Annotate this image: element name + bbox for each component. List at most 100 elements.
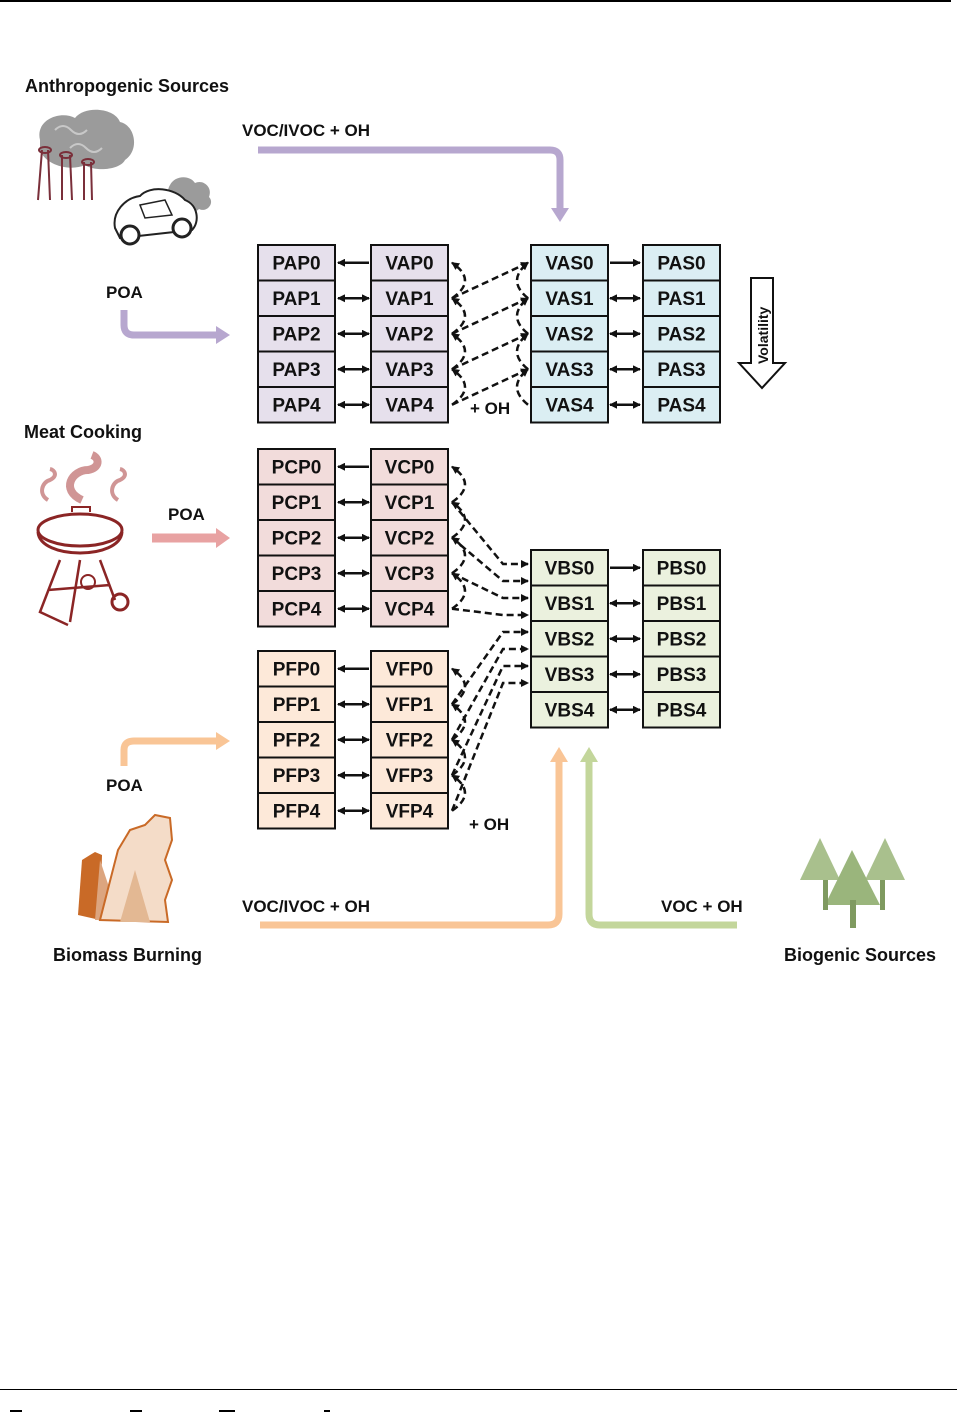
functionalization-arrow <box>451 667 467 706</box>
species-label: PFP0 <box>273 659 321 680</box>
species-label: PCP3 <box>272 564 322 585</box>
species-label: VAP3 <box>385 360 433 381</box>
species-label: VBS1 <box>545 594 595 615</box>
species-label: VBS0 <box>545 558 595 579</box>
species-box-vbs3: VBS3 <box>530 655 609 693</box>
label-anthropogenic: Anthropogenic Sources <box>25 76 229 96</box>
species-box-pfp1: PFP1 <box>257 685 336 723</box>
species-box-vbs4: VBS4 <box>530 691 609 729</box>
label-poa-meat: POA <box>168 505 205 524</box>
species-box-vas4: VAS4 <box>530 386 609 424</box>
functionalization-arrow <box>451 501 467 539</box>
anthro-poa-arrow <box>120 310 230 344</box>
species-box-vcp3: VCP3 <box>370 554 449 592</box>
oxidation-arrows <box>450 261 529 812</box>
species-box-pbs2: PBS2 <box>642 620 721 658</box>
species-box-pap1: PAP1 <box>257 279 336 317</box>
functionalization-arrow <box>451 703 467 741</box>
species-box-pbs4: PBS4 <box>642 691 721 729</box>
species-label: PAP0 <box>272 253 320 274</box>
species-box-vbs0: VBS0 <box>530 549 609 587</box>
species-box-vas1: VAS1 <box>530 279 609 317</box>
biogenic-voc-arrow <box>580 747 737 929</box>
species-box-vas0: VAS0 <box>530 244 609 282</box>
functionalization-arrow <box>515 297 529 335</box>
species-label: PAP4 <box>272 395 321 416</box>
species-box-vap3: VAP3 <box>370 350 449 388</box>
species-label: VAP0 <box>385 253 433 274</box>
oxidation-arrow <box>450 679 529 812</box>
oxidation-arrow <box>451 261 529 300</box>
species-box-pas2: PAS2 <box>642 315 721 353</box>
functionalization-arrow <box>451 738 467 777</box>
header-rule <box>0 0 951 2</box>
partition-arrows <box>337 258 641 815</box>
footer-rule <box>0 1389 957 1390</box>
species-box-vfp0: VFP0 <box>370 650 449 688</box>
species-box-pbs3: PBS3 <box>642 655 721 693</box>
footer-mark <box>130 1410 142 1412</box>
label-voc-ivoc-bottom: VOC/IVOC + OH <box>242 897 370 916</box>
species-label: PBS3 <box>657 665 707 686</box>
functionalization-arrow <box>515 332 529 371</box>
species-box-vfp1: VFP1 <box>370 685 449 723</box>
species-label: VFP4 <box>386 801 434 822</box>
functionalization-arrow <box>515 368 529 406</box>
oxidation-arrow <box>451 368 529 406</box>
species-box-vas3: VAS3 <box>530 350 609 388</box>
footer-mark <box>324 1410 330 1412</box>
species-label: VFP3 <box>386 766 434 787</box>
label-volatility: Volatility <box>755 306 771 364</box>
species-label: VBS4 <box>545 700 595 721</box>
species-label: PBS4 <box>657 700 707 721</box>
oxidation-arrow <box>451 501 529 568</box>
forest-fire-icon <box>78 813 174 924</box>
biomass-voc-arrow <box>260 747 568 929</box>
species-label: VCP2 <box>385 528 435 549</box>
factory-smokestack-icon <box>37 109 135 201</box>
species-box-vbs1: VBS1 <box>530 584 609 622</box>
species-label: PFP4 <box>273 801 321 822</box>
label-voc-ivoc-top: VOC/IVOC + OH <box>242 121 370 140</box>
species-box-pap0: PAP0 <box>257 244 336 282</box>
species-box-vcp1: VCP1 <box>370 483 449 521</box>
species-label: PCP4 <box>272 599 322 620</box>
species-label: VCP1 <box>385 493 435 514</box>
volatility-arrow-icon <box>736 277 788 390</box>
species-label: PAP3 <box>272 360 320 381</box>
species-box-vap2: VAP2 <box>370 315 449 353</box>
species-box-pcp4: PCP4 <box>257 590 336 628</box>
grill-icon <box>36 451 130 627</box>
oxidation-arrow <box>451 536 529 585</box>
species-box-pfp2: PFP2 <box>257 721 336 759</box>
species-label: PBS1 <box>657 594 707 615</box>
species-label: PBS2 <box>657 629 707 650</box>
species-label: PFP1 <box>273 695 321 716</box>
species-label: PCP1 <box>272 493 322 514</box>
species-box-pas1: PAS1 <box>642 279 721 317</box>
species-box-pas4: PAS4 <box>642 386 721 424</box>
species-box-pap4: PAP4 <box>257 386 336 424</box>
oxidation-arrow <box>451 332 529 371</box>
trees-icon <box>800 838 905 928</box>
species-label: PAS1 <box>657 289 706 310</box>
species-box-pas3: PAS3 <box>642 350 721 388</box>
functionalization-arrow <box>451 572 467 610</box>
species-label: VCP3 <box>385 564 435 585</box>
label-oh-bottom: + OH <box>469 815 509 834</box>
species-box-vap1: VAP1 <box>370 279 449 317</box>
car-exhaust-icon <box>113 177 212 246</box>
species-box-pcp1: PCP1 <box>257 483 336 521</box>
oxidation-arrow <box>450 645 529 741</box>
species-box-pas0: PAS0 <box>642 244 721 282</box>
species-box-vcp2: VCP2 <box>370 519 449 557</box>
functionalization-arrow <box>451 465 467 504</box>
species-box-vfp2: VFP2 <box>370 721 449 759</box>
species-box-vcp0: VCP0 <box>370 448 449 486</box>
biomass-poa-arrow <box>120 732 230 766</box>
species-label: VBS3 <box>545 665 595 686</box>
species-label: PAS0 <box>657 253 705 274</box>
species-label: VAS4 <box>545 395 594 416</box>
species-label: VCP0 <box>385 457 435 478</box>
species-label: VAS2 <box>545 324 593 345</box>
